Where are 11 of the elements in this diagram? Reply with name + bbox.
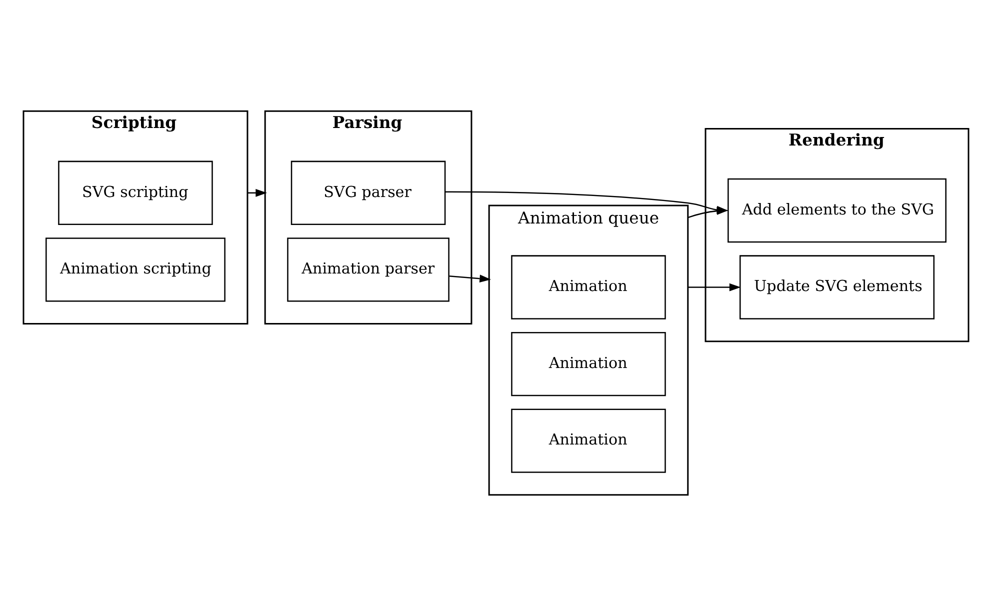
node-box: Animation (511, 255, 666, 320)
node-box: Update SVG elements (740, 255, 935, 320)
node-box: Animation parser (287, 238, 450, 302)
node-box: SVG scripting (58, 160, 213, 225)
node-box: Animation (511, 332, 666, 396)
node-box: SVG parser (290, 160, 446, 225)
arrow (449, 274, 491, 283)
node-box: Animation (511, 408, 666, 473)
node-box: Animation scripting (46, 238, 226, 302)
arrow (688, 283, 741, 292)
node-box: Add elements to the SVG (728, 178, 946, 243)
